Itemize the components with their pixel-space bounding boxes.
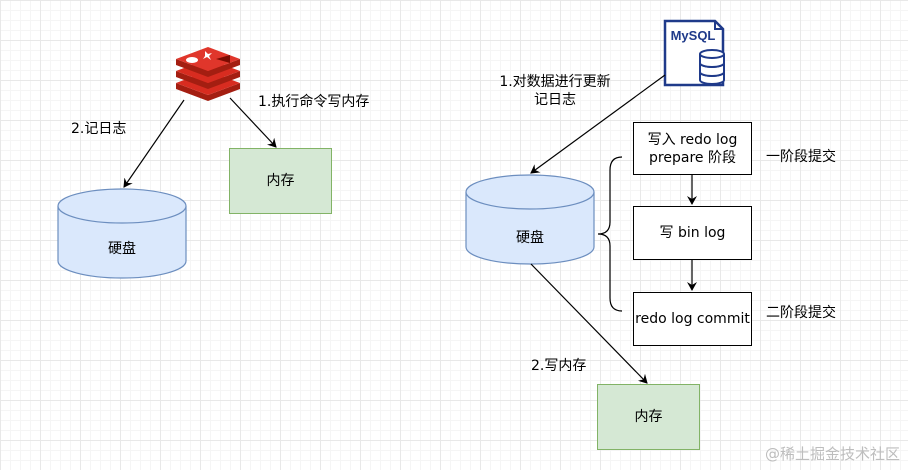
- disk-cylinder-right: [465, 174, 595, 265]
- arrow-redis-to-disk: [123, 99, 185, 188]
- memory-box-right-label: 内存: [634, 409, 663, 425]
- redo-log-prepare-box: 写入 redo log prepare 阶段: [633, 122, 752, 175]
- disk-right-label: 硬盘: [516, 230, 544, 246]
- watermark: @稀土掘金技术社区: [764, 445, 900, 463]
- curly-brace: [597, 156, 623, 312]
- redo-prepare-line2: prepare 阶段: [649, 149, 736, 166]
- label-right-step1-line2: 记日志: [534, 92, 576, 108]
- label-right-step2: 2.写内存: [531, 358, 587, 374]
- label-left-step1: 1.执行命令写内存: [258, 94, 370, 110]
- memory-box-right: 内存: [597, 384, 700, 450]
- label-left-step2: 2.记日志: [71, 121, 127, 137]
- redo-commit-label: redo log commit: [635, 311, 750, 327]
- bin-log-box: 写 bin log: [633, 206, 752, 260]
- arrow-mysql-to-disk: [530, 74, 666, 174]
- phase1-label: 一阶段提交: [766, 149, 836, 165]
- label-right-step1-line1: 1.对数据进行更新: [499, 74, 611, 90]
- disk-left-label: 硬盘: [108, 241, 136, 257]
- phase2-label: 二阶段提交: [766, 305, 836, 321]
- redo-prepare-line1: 写入 redo log: [647, 131, 738, 148]
- disk-cylinder-left: [57, 188, 187, 279]
- bin-log-label: 写 bin log: [659, 225, 726, 241]
- memory-box-left-label: 内存: [266, 173, 295, 189]
- memory-box-left: 内存: [229, 148, 332, 214]
- label-right-step1: 1.对数据进行更新 记日志: [480, 73, 630, 109]
- redis-logo-icon: [176, 47, 240, 101]
- arrow-disk-to-memory: [530, 263, 648, 384]
- mysql-logo-icon: MySQL: [663, 19, 725, 87]
- redo-log-commit-box: redo log commit: [633, 292, 752, 346]
- mysql-logo-text: MySQL: [671, 28, 716, 43]
- arrow-redis-to-memory: [229, 97, 277, 148]
